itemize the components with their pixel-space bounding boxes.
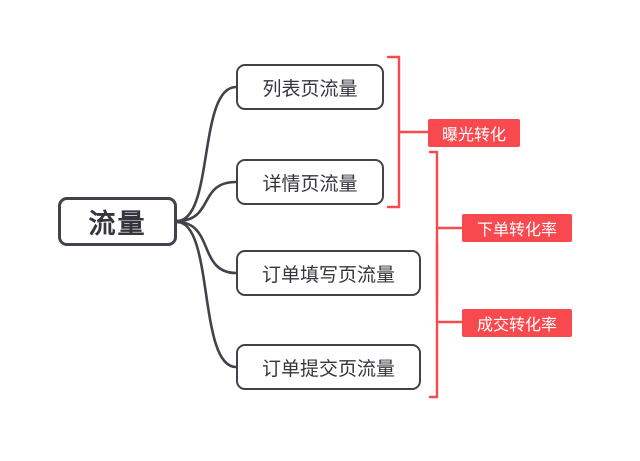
connector-root-to-detail-page: [175, 180, 238, 223]
node-order-submit-page-traffic-label: 订单提交页流量: [261, 358, 395, 380]
summary-order-conversion-rate-label: 下单转化率: [476, 222, 557, 239]
node-order-form-page-traffic[interactable]: 订单填写页流量: [236, 250, 421, 296]
connector-root-to-list-page: [175, 85, 238, 223]
connector-root-to-order-submit-page: [175, 220, 238, 369]
node-list-page-traffic[interactable]: 列表页流量: [236, 64, 384, 110]
summary-exposure-conversion[interactable]: 曝光转化: [428, 119, 520, 147]
summary-bracket-exposure: [386, 55, 401, 209]
node-order-form-page-traffic-label: 订单填写页流量: [261, 264, 395, 286]
summary-bracket-deal: [428, 241, 439, 399]
summary-deal-conversion-rate[interactable]: 成交转化率: [462, 309, 572, 337]
node-detail-page-traffic-label: 详情页流量: [262, 173, 358, 195]
summary-order-conversion-rate[interactable]: 下单转化率: [462, 214, 572, 242]
node-detail-page-traffic[interactable]: 详情页流量: [236, 159, 384, 205]
node-order-submit-page-traffic[interactable]: 订单提交页流量: [236, 344, 421, 390]
node-traffic-root-label: 流量: [88, 209, 147, 239]
summary-exposure-conversion-label: 曝光转化: [441, 127, 506, 144]
connector-root-to-order-form-page: [175, 220, 238, 275]
node-traffic-root[interactable]: 流量: [58, 197, 177, 246]
node-list-page-traffic-label: 列表页流量: [262, 78, 358, 100]
summary-deal-conversion-rate-label: 成交转化率: [476, 317, 557, 334]
